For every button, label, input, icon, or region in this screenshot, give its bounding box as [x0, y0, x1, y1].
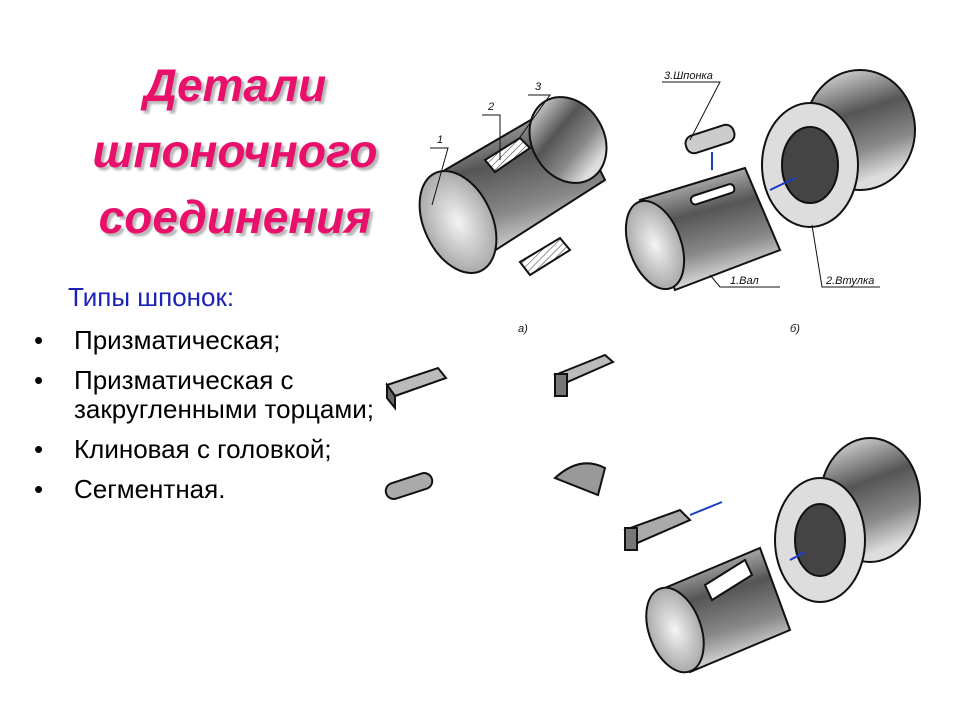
exploded-assembly-b — [624, 69, 916, 292]
title-line: соединения — [98, 191, 372, 243]
key-types-list: Призматическая; Призматическая с закругл… — [28, 326, 378, 515]
key-samples — [384, 353, 615, 500]
slide-title: Детали шпоночного соединения — [60, 52, 410, 250]
shaft-assembly-a — [418, 96, 608, 277]
list-item: Призматическая; — [28, 326, 378, 356]
key-label: 3.Шпонка — [664, 70, 713, 82]
caption-a: а) — [518, 323, 528, 335]
list-item: Клиновая с головкой; — [28, 435, 378, 465]
list-item: Призматическая с закругленными торцами; — [28, 366, 378, 424]
subtitle: Типы шпонок: — [68, 282, 235, 312]
bushing-label: 2.Втулка — [825, 275, 874, 287]
caption-b: б) — [790, 323, 800, 335]
arrow-icon — [689, 501, 806, 561]
prismatic-key — [385, 366, 448, 398]
title-line: шпоночного — [92, 125, 378, 177]
title-line: Детали — [143, 59, 327, 111]
segment-key — [553, 462, 607, 497]
list-item: Сегментная. — [28, 475, 378, 505]
bottom-assembly — [623, 437, 921, 674]
arrow-icon — [711, 152, 796, 191]
shaft-label: 1.Вал — [730, 275, 759, 287]
callout-label: 2 — [487, 101, 494, 113]
callouts-a — [430, 94, 551, 206]
callout-label: 3 — [535, 81, 542, 93]
callout-label: 1 — [437, 134, 443, 146]
rounded-key — [384, 472, 434, 500]
